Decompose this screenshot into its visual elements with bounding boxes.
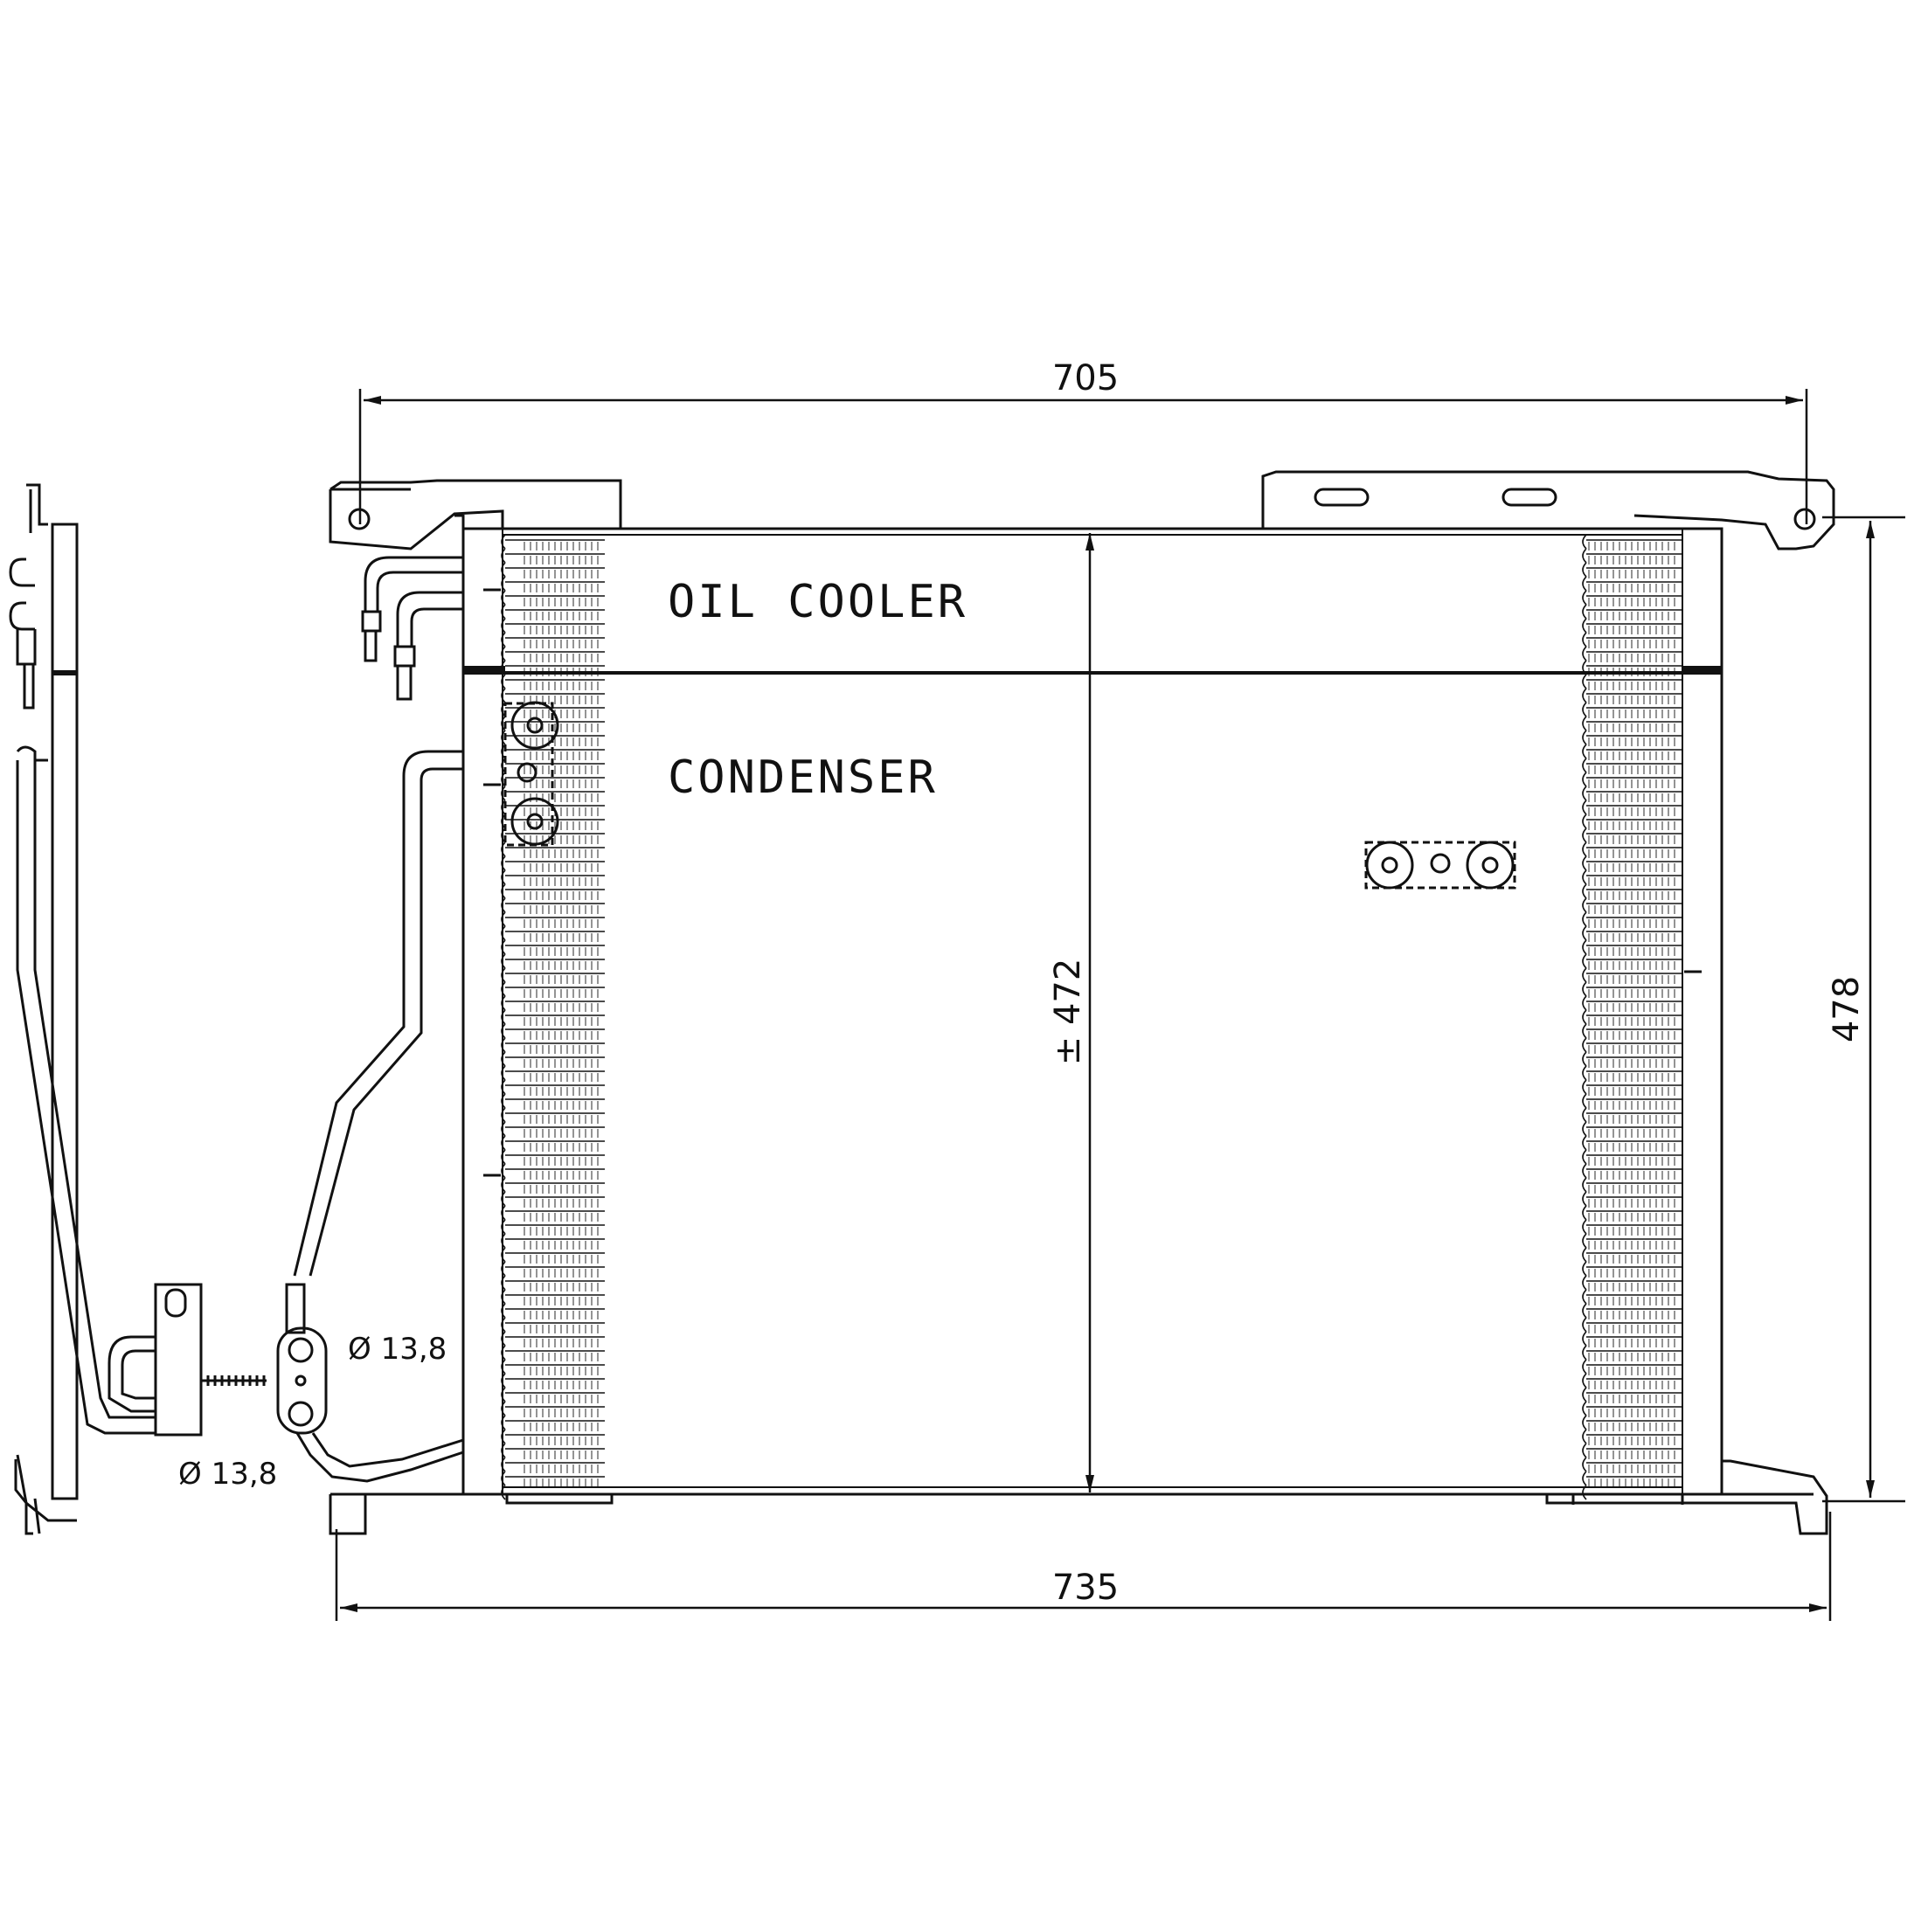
fin-pack-left (501, 534, 605, 1500)
condenser-core (461, 527, 1723, 1496)
oil-cooler-pipes (361, 556, 463, 701)
condenser-label: CONDENSER (668, 751, 938, 804)
dimension-overall-height (1822, 516, 1905, 1503)
side-view (9, 483, 156, 1535)
dimension-top-width (358, 389, 1808, 524)
core-lugs-left (503, 701, 559, 847)
fin-edge (1582, 534, 1587, 1500)
dimension-bottom-width (335, 1512, 1832, 1621)
pipe-diameter-left-label: Ø 13,8 (178, 1457, 277, 1492)
bottom-mounts (505, 1459, 1828, 1535)
pressure-switch-block (107, 1283, 267, 1437)
pipe-fitting-block (276, 1283, 328, 1435)
core-lugs-right (1364, 841, 1516, 890)
dimension-top-width-label: 705 (1052, 358, 1119, 398)
bracket-top-right (1261, 470, 1835, 551)
bracket-top-left (329, 479, 622, 551)
fin-pack-right (1582, 534, 1682, 1500)
condenser-pipe (293, 750, 507, 1535)
fin-edge (501, 534, 506, 1500)
oil-cooler-label: OIL COOLER (668, 576, 967, 628)
manifold-ticks (483, 588, 1702, 1177)
dimension-overall-height-label: 478 (1827, 976, 1867, 1042)
pipe-diameter-right-label: Ø 13,8 (348, 1332, 447, 1367)
dimension-core-height-label: ± 472 (1048, 959, 1088, 1066)
dimension-bottom-width-label: 735 (1052, 1568, 1119, 1608)
